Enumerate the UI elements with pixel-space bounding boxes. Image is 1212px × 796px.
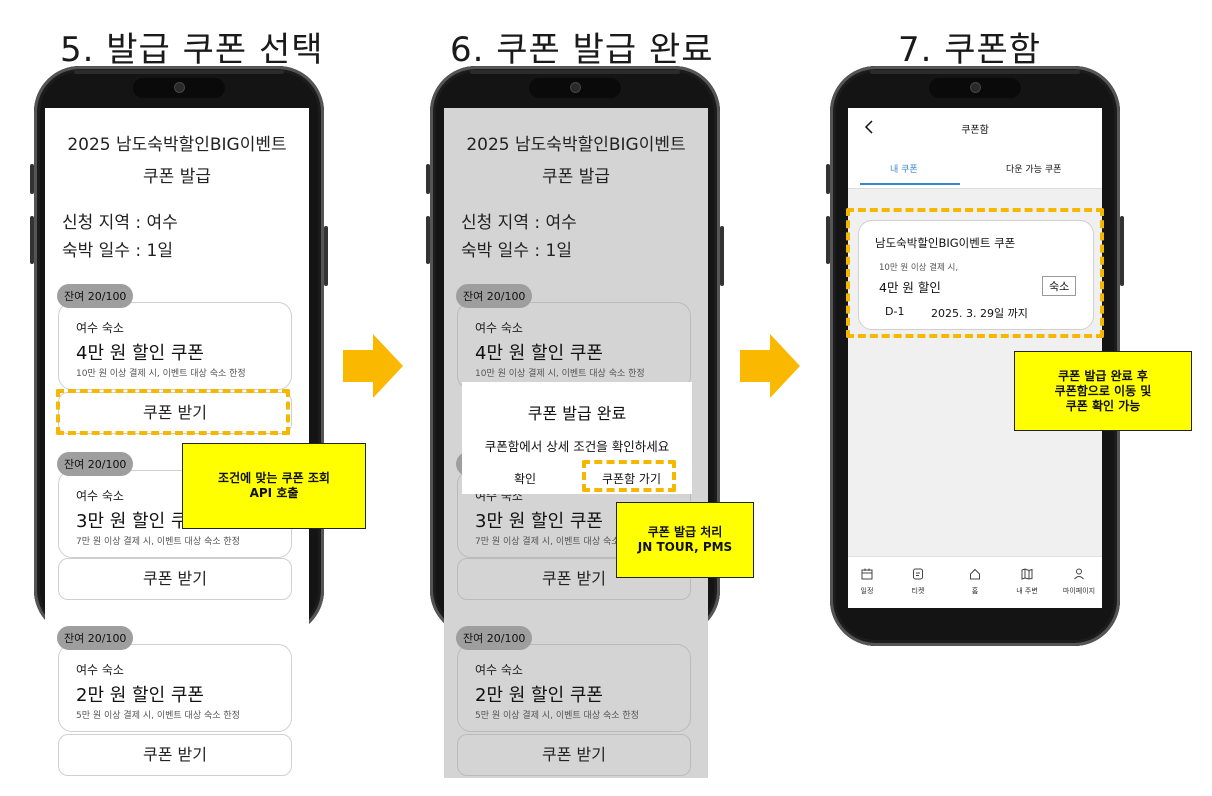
nav-label: 티켓 [911, 587, 925, 595]
coupon-card: 여수 숙소 4만 원 할인 쿠폰 10만 원 이상 결제 시, 이벤트 대상 숙… [58, 302, 292, 390]
coupon-issued-screen: 2025 남도숙박할인BIG이벤트 쿠폰 발급 신청 지역 : 여수 숙박 일수… [444, 108, 708, 778]
nights-text: 숙박 일수 : 1일 [461, 241, 572, 261]
coupon-condition: 7만 원 이상 결제 시, 이벤트 대상 숙소 한정 [475, 537, 639, 547]
nav-schedule[interactable]: 일정 [848, 565, 892, 596]
coupon-amount: 3만 원 할인 쿠폰 [475, 511, 603, 532]
dialog-message: 쿠폰함에서 상세 조건을 확인하세요 [484, 439, 670, 454]
step5-title: 5. 발급 쿠폰 선택 [60, 30, 324, 70]
coupon-card: 여수 숙소 2만 원 할인 쿠폰 5만 원 이상 결제 시, 이벤트 대상 숙소… [58, 644, 292, 732]
coupon-name: 남도숙박할인BIG이벤트 쿠폰 [875, 236, 1016, 250]
coupon-condition: 5만 원 이상 결제 시, 이벤트 대상 숙소 한정 [475, 711, 639, 721]
coupon-amount: 3만 원 할인 쿠폰 [76, 511, 204, 532]
page-title: 쿠폰 발급 [143, 167, 211, 187]
event-title: 2025 남도숙박할인BIG이벤트 [466, 135, 686, 155]
my-coupon-card[interactable]: 남도숙박할인BIG이벤트 쿠폰 10만 원 이상 결제 시, 4만 원 할인 숙… [858, 220, 1094, 330]
receive-coupon-button[interactable]: 쿠폰 받기 [58, 392, 292, 434]
region-text: 신청 지역 : 여수 [62, 213, 178, 233]
nav-label: 마이페이지 [1062, 587, 1096, 595]
coupon-type-tag: 숙소 [1042, 276, 1077, 296]
highlight-go-box-button [582, 460, 676, 492]
issue-complete-dialog: 쿠폰 발급 완료 쿠폰함에서 상세 조건을 확인하세요 확인 쿠폰함 가기 [462, 382, 692, 494]
note-text: 조건에 맞는 쿠폰 조회 [218, 471, 330, 485]
step7-title: 7. 쿠폰함 [898, 30, 1042, 70]
nights-text: 숙박 일수 : 1일 [62, 241, 173, 261]
note-text: 쿠폰 확인 가능 [1065, 398, 1141, 413]
camera-icon [571, 83, 580, 92]
chevron-left-icon[interactable] [864, 120, 874, 134]
highlight-my-coupon [846, 208, 1104, 338]
receive-coupon-button[interactable]: 쿠폰 받기 [58, 734, 292, 776]
note-text: 쿠폰 발급 처리 [647, 525, 723, 539]
coupon-amount: 4만 원 할인 쿠폰 [475, 343, 603, 364]
coupon-condition: 10만 원 이상 결제 시, 이벤트 대상 숙소 한정 [76, 369, 246, 379]
coupon-condition: 10만 원 이상 결제 시, [879, 263, 959, 273]
remaining-badge: 잔여 20/100 [456, 284, 533, 308]
nav-label: 일정 [860, 587, 874, 595]
arrow-right-icon [343, 334, 403, 398]
note-text: API 호출 [249, 486, 299, 500]
nav-nearby[interactable]: 내 주변 [1002, 565, 1052, 596]
page-title: 쿠폰 발급 [542, 167, 610, 187]
expiry-date: 2025. 3. 29일 까지 [931, 307, 1028, 320]
step6-title: 6. 쿠폰 발급 완료 [450, 30, 714, 70]
bottom-tab-bar: 일정 티켓 홈 내 주변 마이페이지 [848, 556, 1102, 608]
active-tab-indicator [860, 183, 960, 185]
nav-ticket[interactable]: 티켓 [893, 565, 943, 596]
coupon-condition: 5만 원 이상 결제 시, 이벤트 대상 숙소 한정 [76, 711, 240, 721]
coupon-condition: 10만 원 이상 결제 시, 이벤트 대상 숙소 한정 [475, 369, 645, 379]
home-icon [970, 568, 980, 580]
note-text: 쿠폰 발급 완료 후 [1058, 368, 1148, 383]
nav-home[interactable]: 홈 [950, 565, 1000, 596]
dialog-title: 쿠폰 발급 완료 [527, 404, 627, 423]
coupon-area: 여수 숙소 [475, 321, 523, 335]
camera-icon [175, 83, 184, 92]
person-icon [1074, 568, 1084, 580]
note-text: JN TOUR, PMS [637, 540, 733, 554]
coupon-area: 여수 숙소 [475, 663, 523, 677]
coupon-area: 여수 숙소 [76, 489, 124, 503]
coupon-amount: 2만 원 할인 쿠폰 [76, 685, 204, 706]
receive-coupon-button[interactable]: 쿠폰 받기 [58, 558, 292, 600]
tab-my-coupons[interactable]: 내 쿠폰 [890, 165, 918, 175]
remaining-badge: 잔여 20/100 [456, 626, 533, 650]
receive-coupon-button[interactable]: 쿠폰 받기 [457, 734, 691, 776]
calendar-icon [861, 568, 873, 580]
coupon-area: 여수 숙소 [76, 663, 124, 677]
note-text: 쿠폰함으로 이동 및 [1054, 383, 1152, 398]
highlight-receive-button [56, 389, 290, 435]
arrow-right-icon [740, 334, 800, 398]
ticket-icon [913, 568, 923, 580]
coupon-box-header: 쿠폰함 [848, 108, 1102, 148]
nav-label: 홈 [971, 587, 979, 595]
region-text: 신청 지역 : 여수 [461, 213, 577, 233]
confirm-button[interactable]: 확인 [514, 472, 537, 486]
coupon-card: 여수 숙소 4만 원 할인 쿠폰 10만 원 이상 결제 시, 이벤트 대상 숙… [457, 302, 691, 390]
dday-label: D-1 [885, 305, 905, 318]
coupon-card: 여수 숙소 2만 원 할인 쿠폰 5만 원 이상 결제 시, 이벤트 대상 숙소… [457, 644, 691, 732]
nav-label: 내 주변 [1016, 587, 1038, 595]
tab-downloadable-coupons[interactable]: 다운 가능 쿠폰 [1006, 165, 1062, 175]
nav-mypage[interactable]: 마이페이지 [1054, 565, 1102, 596]
camera-icon [971, 83, 980, 92]
coupon-amount: 2만 원 할인 쿠폰 [475, 685, 603, 706]
map-icon [1021, 568, 1033, 580]
coupon-box-screen: 쿠폰함 내 쿠폰 다운 가능 쿠폰 남도숙박할인BIG이벤트 쿠폰 10만 원 … [848, 108, 1102, 608]
header-title: 쿠폰함 [961, 125, 989, 136]
remaining-badge: 잔여 20/100 [57, 284, 134, 308]
coupon-amount: 4만 원 할인 쿠폰 [76, 343, 204, 364]
coupon-condition: 7만 원 이상 결제 시, 이벤트 대상 숙소 한정 [76, 537, 240, 547]
coupon-area: 여수 숙소 [76, 321, 124, 335]
remaining-badge: 잔여 20/100 [57, 452, 134, 476]
event-title: 2025 남도숙박할인BIG이벤트 [67, 135, 287, 155]
go-coupon-box-button[interactable]: 쿠폰함 가기 [602, 472, 662, 486]
remaining-badge: 잔여 20/100 [57, 626, 134, 650]
coupon-amount: 4만 원 할인 [879, 280, 941, 295]
